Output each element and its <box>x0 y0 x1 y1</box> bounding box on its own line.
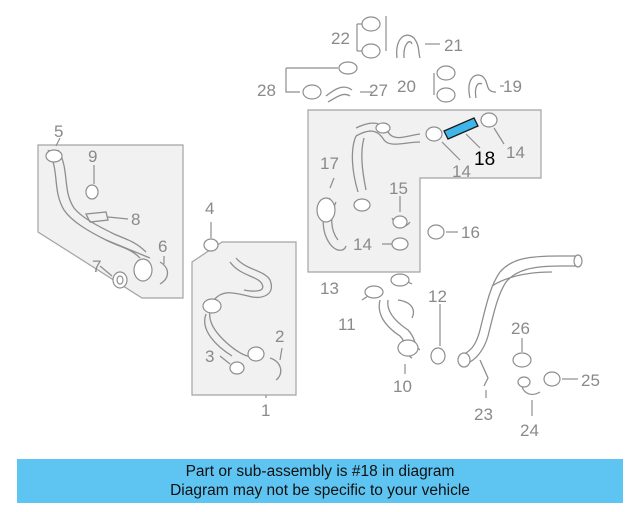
caption-bar: Part or sub-assembly is #18 in diagram D… <box>17 459 623 503</box>
callout-17: 17 <box>320 154 339 173</box>
callout-24: 24 <box>520 421 539 440</box>
hose-8[interactable] <box>84 211 109 223</box>
callout-15: 15 <box>389 179 408 198</box>
callout-11: 11 <box>338 315 356 334</box>
callout-10: 10 <box>393 377 412 396</box>
clamp-20-top[interactable] <box>436 65 456 81</box>
callout-22: 22 <box>331 29 350 48</box>
o-ring-3[interactable] <box>229 361 245 375</box>
callout-9: 9 <box>88 147 97 166</box>
clamp-14-d[interactable] <box>391 237 409 251</box>
callout-1: 1 <box>261 401 270 420</box>
clamp-28-top[interactable] <box>338 61 358 75</box>
hose-24[interactable] <box>517 376 541 395</box>
callout-21: 21 <box>444 36 463 55</box>
callout-4: 4 <box>205 199 214 218</box>
hose-18-highlighted[interactable] <box>443 117 479 140</box>
callout-23: 23 <box>474 405 493 424</box>
caption-line-2: Diagram may not be specific to your vehi… <box>170 482 470 499</box>
panel-13 <box>307 109 542 273</box>
callout-6: 6 <box>158 237 167 256</box>
callout-14-left: 14 <box>353 235 372 254</box>
parts-diagram: 5 9 8 7 6 4 3 2 1 22 21 28 27 20 19 17 1… <box>37 16 600 440</box>
clamp-16[interactable] <box>427 224 445 240</box>
callout-16: 16 <box>461 223 480 242</box>
callout-14-mid: 14 <box>452 162 471 181</box>
hose-2[interactable] <box>269 357 282 381</box>
clamp-22-bottom[interactable] <box>361 43 381 59</box>
callout-2: 2 <box>275 327 284 346</box>
clamp-11[interactable] <box>364 285 384 299</box>
clamp-9[interactable] <box>85 184 99 200</box>
callout-12: 12 <box>428 287 447 306</box>
clamp-14-b[interactable] <box>480 112 498 128</box>
callout-26: 26 <box>511 319 530 338</box>
clamp-26[interactable] <box>512 352 532 368</box>
callout-8: 8 <box>131 210 140 229</box>
callout-25: 25 <box>581 371 600 390</box>
clamp-12[interactable] <box>390 273 410 287</box>
callout-18-highlighted: 18 <box>474 149 495 170</box>
o-ring-7[interactable] <box>112 271 128 289</box>
callout-14-right: 14 <box>506 143 525 162</box>
hose-6[interactable] <box>159 261 169 285</box>
caption-line-1: Part or sub-assembly is #18 in diagram <box>185 463 455 480</box>
hose-10[interactable] <box>378 299 421 359</box>
clamp-20-bottom[interactable] <box>436 87 456 103</box>
clamp-28-bottom[interactable] <box>302 84 322 100</box>
pipe-assembly-1[interactable] <box>202 257 273 362</box>
callout-13: 13 <box>320 279 339 298</box>
callout-5: 5 <box>54 122 63 141</box>
pipe-23[interactable] <box>457 254 583 387</box>
pipe-17[interactable] <box>316 122 421 251</box>
callout-28: 28 <box>257 81 276 100</box>
hose-assembly-5[interactable] <box>45 149 153 282</box>
clamp-25[interactable] <box>543 371 561 387</box>
callout-27: 27 <box>369 81 388 100</box>
clamp-14-a[interactable] <box>425 126 443 142</box>
clamp-4[interactable] <box>203 238 219 252</box>
hose-15[interactable] <box>391 215 411 229</box>
clamp-10-bottom[interactable] <box>430 347 446 365</box>
hose-27[interactable] <box>325 86 353 103</box>
clamp-22-top[interactable] <box>361 16 381 32</box>
callout-7: 7 <box>92 257 101 276</box>
hose-21[interactable] <box>396 34 421 59</box>
callout-19: 19 <box>503 77 522 96</box>
callout-20: 20 <box>397 77 416 96</box>
hose-19[interactable] <box>468 74 497 99</box>
clamp-14-c[interactable] <box>353 198 371 212</box>
callout-3: 3 <box>205 347 214 366</box>
